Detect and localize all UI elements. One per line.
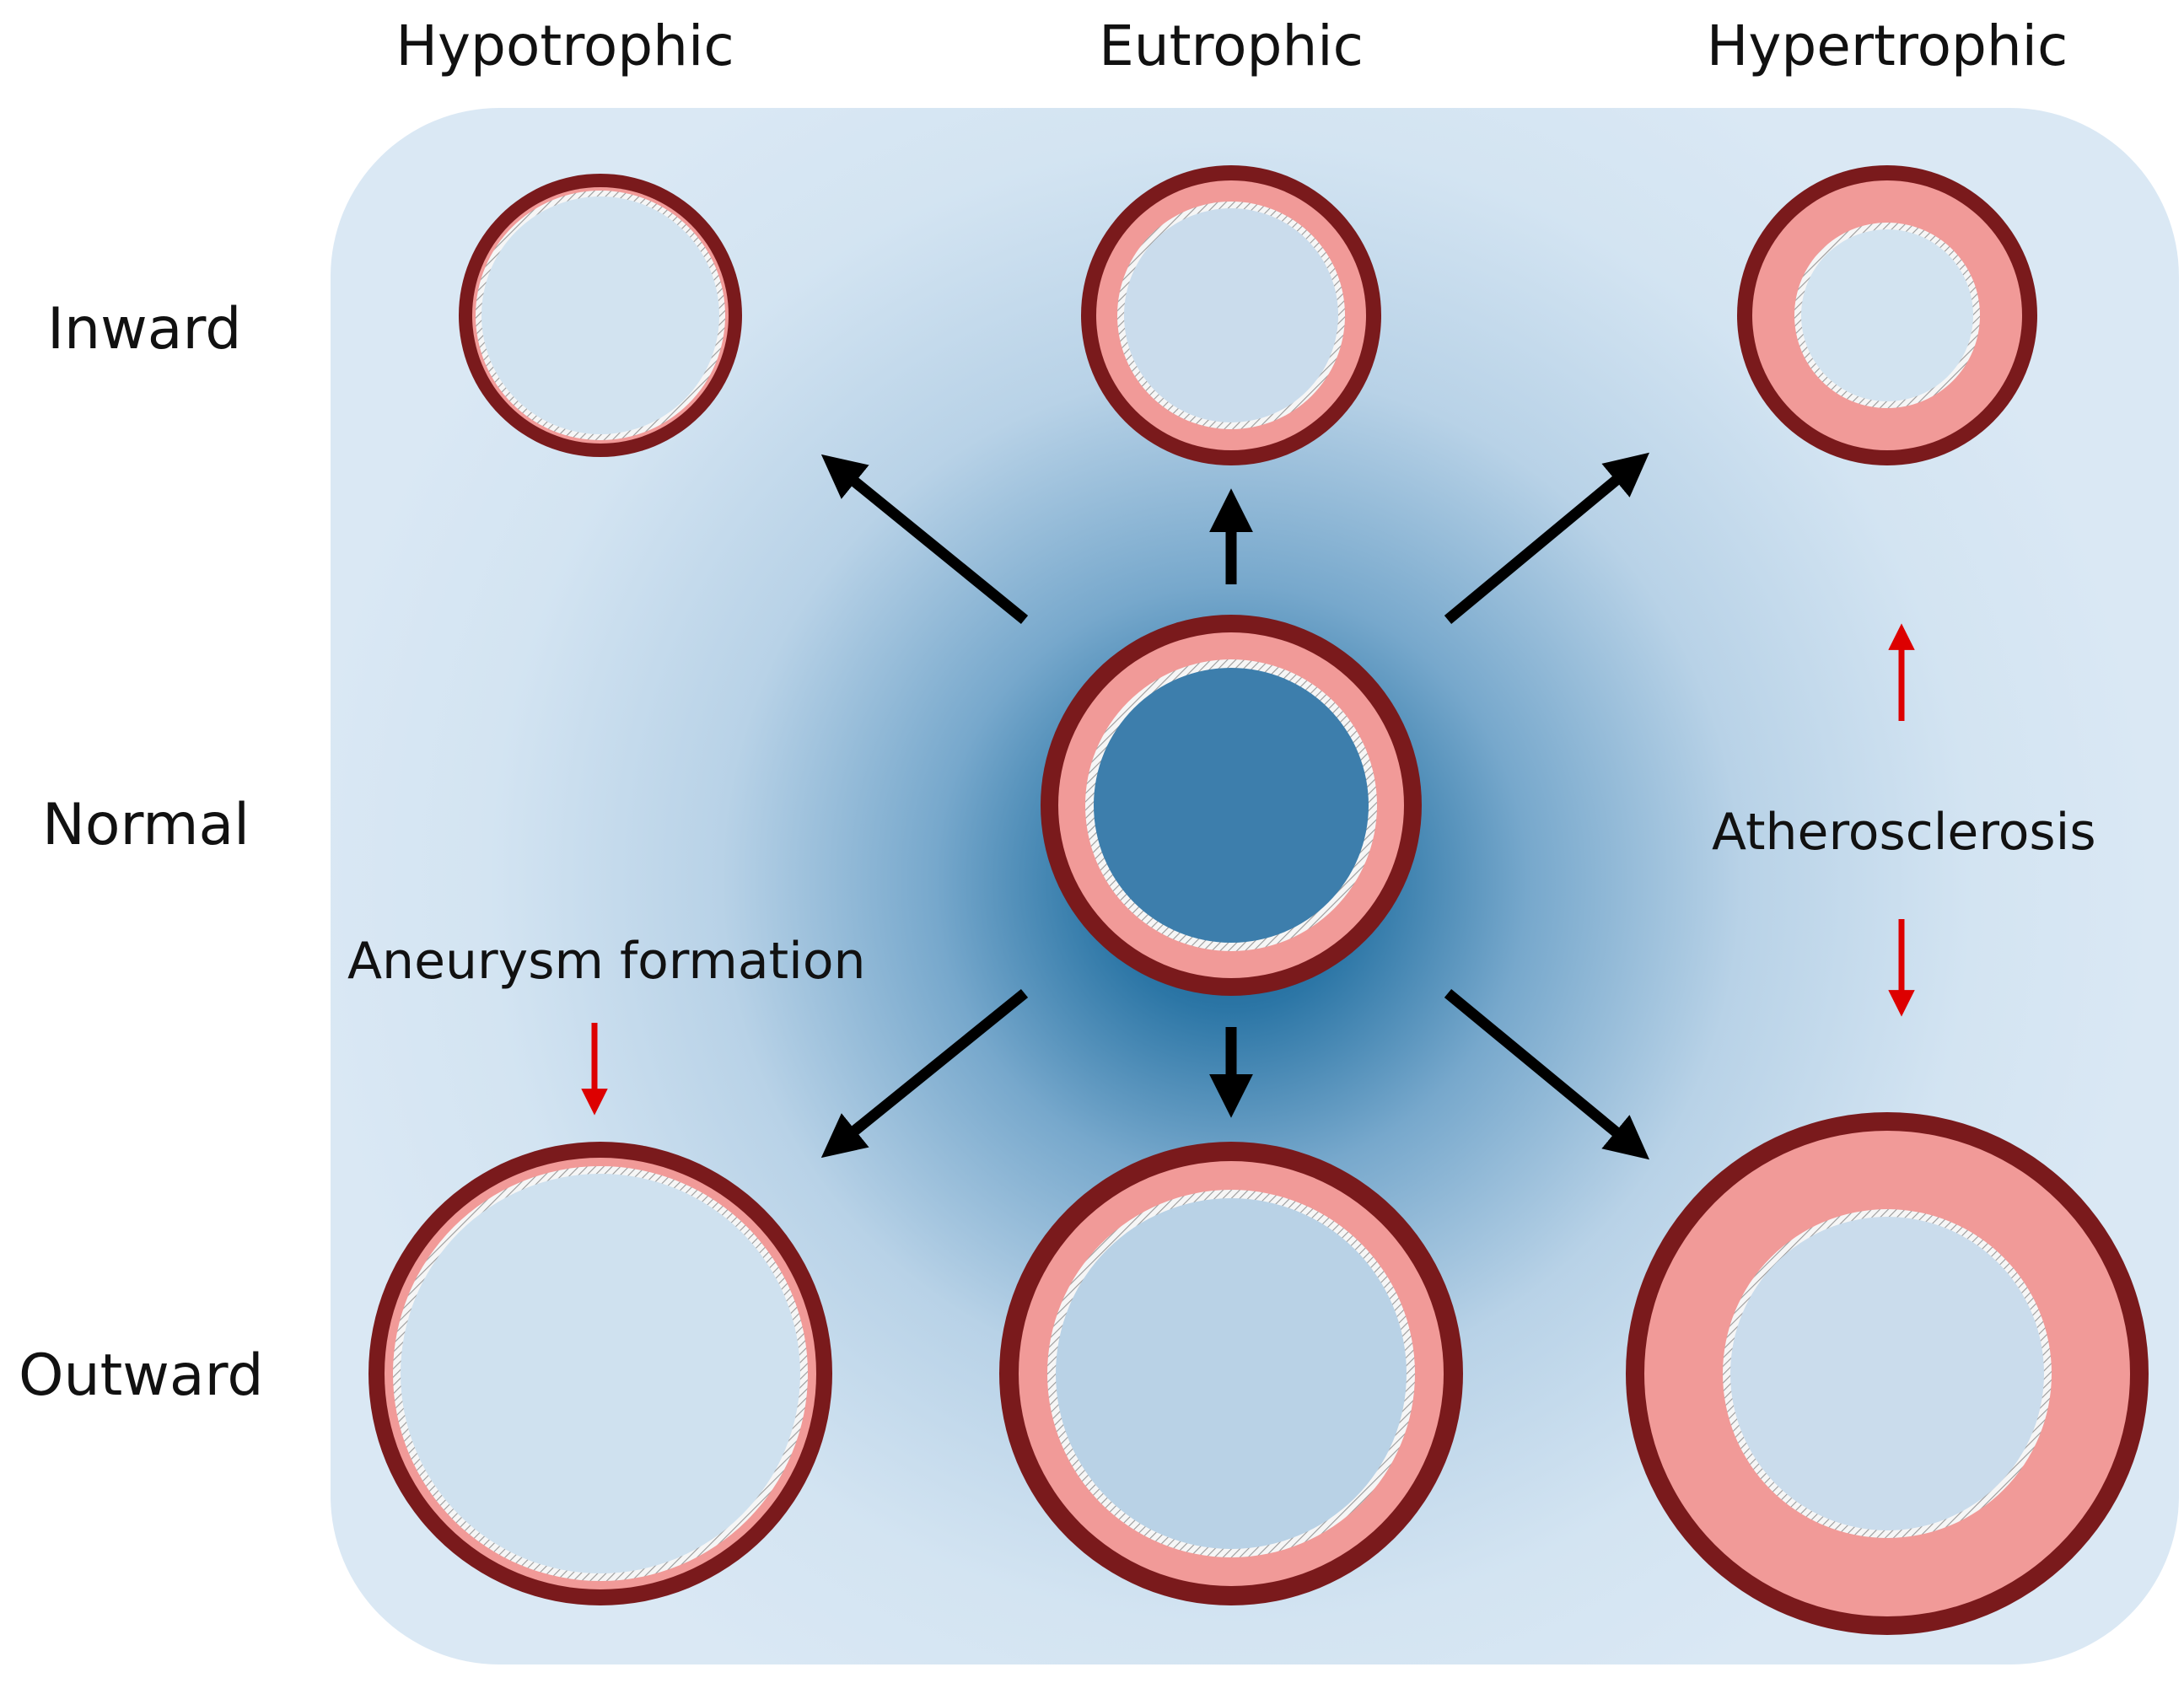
row-header-inward: Inward — [47, 296, 242, 363]
vessel-inward-hypotrophic — [459, 174, 742, 457]
arrow-to-outward-hypertrophic — [1444, 988, 1650, 1160]
row-header-normal: Normal — [42, 792, 250, 858]
aneurysm-formation-label: Aneurysm formation — [347, 932, 866, 991]
arrow-to-outward-hypotrophic — [820, 988, 1029, 1159]
arrow-to-inward-hypertrophic — [1444, 452, 1650, 625]
vessel-outward-hypertrophic — [1626, 1112, 2149, 1635]
column-header-eutrophic: Eutrophic — [1099, 13, 1364, 78]
vessel-normal — [1041, 615, 1422, 996]
vessel-outward-hypotrophic — [368, 1142, 832, 1605]
vessel-inward-hypertrophic — [1737, 165, 2037, 465]
column-header-hypotrophic: Hypotrophic — [395, 13, 734, 78]
column-header-hypertrophic: Hypertrophic — [1706, 13, 2068, 78]
arrow-to-inward-hypotrophic — [820, 454, 1029, 625]
vessel-outward-eutrophic — [999, 1142, 1463, 1605]
atherosclerosis-label: Atherosclerosis — [1712, 803, 2096, 862]
vessel-inward-eutrophic — [1081, 165, 1381, 465]
row-header-outward: Outward — [19, 1342, 264, 1409]
